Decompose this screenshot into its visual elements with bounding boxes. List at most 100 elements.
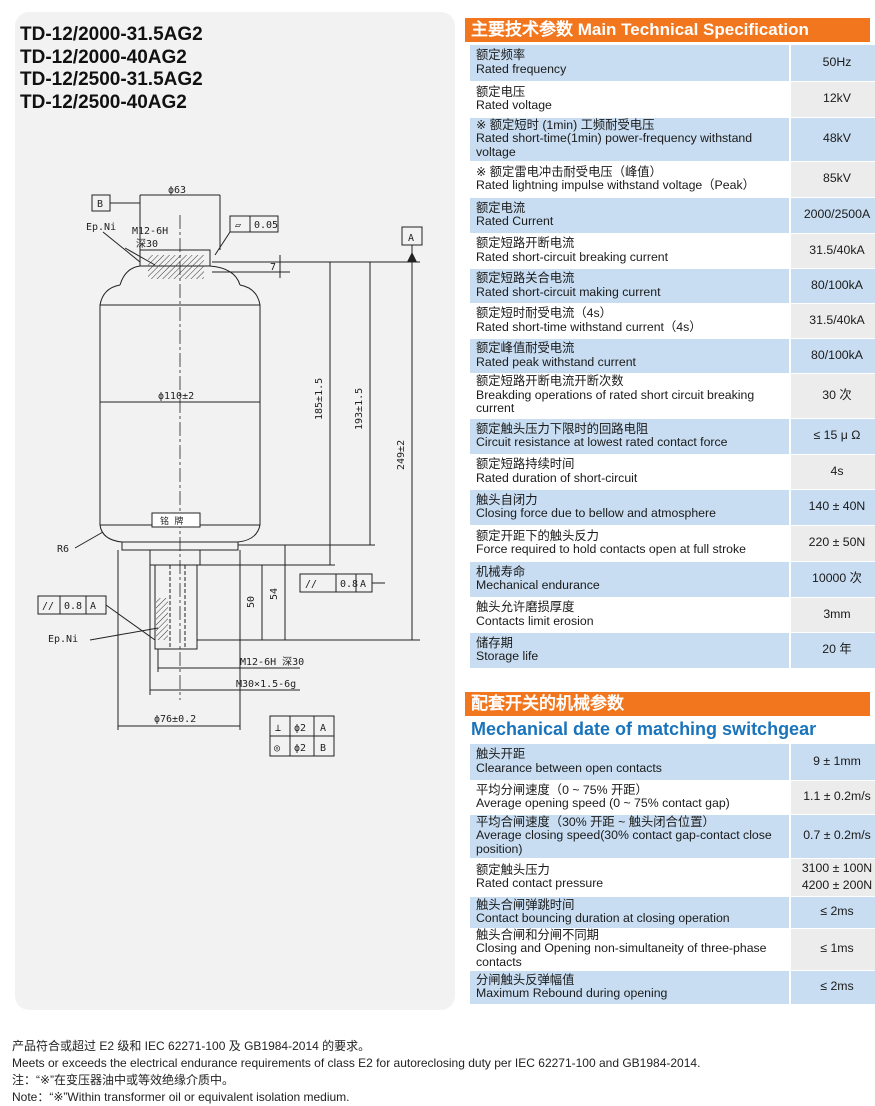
nameplate-label: 铭 牌 [160, 515, 183, 527]
spec-value-text: 48kV [822, 131, 852, 146]
spec-label-cn: 额定短路关合电流 [476, 271, 575, 285]
parallel-ref-right: A [360, 579, 366, 590]
parallel-value-left: 0.8 [64, 601, 82, 612]
spec-value-text: 1.1 ± 0.2m/s [803, 789, 871, 804]
flatness-value: 0.05 [254, 220, 278, 231]
spec-value: 3mm [789, 597, 875, 633]
dim-185-label: 185±1.5 [314, 378, 325, 420]
spec-value: 12kV [789, 81, 875, 118]
spec-value: 1.1 ± 0.2m/s [789, 780, 875, 815]
spec-label-cn: 触头开距 [476, 747, 526, 762]
spec-label-en: Rated Current [476, 214, 554, 228]
model-name: TD-12/2000-31.5AG2 [20, 24, 203, 45]
spec-value-text: ≤ 15 μ Ω [813, 428, 861, 443]
datum-b-label: B [97, 199, 103, 210]
spec-value-text: 31.5/40kA [809, 312, 865, 327]
footer-line: 产品符合或超过 E2 级和 IEC 62271-100 及 GB1984-201… [12, 1039, 371, 1053]
main-spec-header: 主要技术参数 Main Technical Specification [465, 18, 870, 42]
spec-value-text: 3100 ± 100N [801, 860, 873, 875]
hatch-top [148, 255, 204, 279]
concentric-ref: B [320, 743, 326, 754]
spec-label-en: Rated voltage [476, 98, 552, 112]
spec-label-cn: 触头合闸弹跳时间 [476, 897, 575, 912]
phi76-label: ϕ76±0.2 [154, 714, 196, 725]
dim-54-label: 54 [269, 588, 280, 600]
dim-249-label: 249±2 [396, 440, 407, 470]
spec-label-cn: 储存期 [476, 635, 513, 650]
spec-label: 平均分闸速度（0 ~ 75% 开距）Average opening speed … [470, 780, 790, 815]
spec-value: 140 ± 40N [789, 489, 875, 526]
spec-label-cn: 平均合闸速度（30% 开距 ~ 触头闭合位置） [476, 814, 715, 829]
spec-row: ※ 额定雷电冲击耐受电压（峰值）Rated lightning impulse … [470, 161, 875, 198]
spec-value-text: 2000/2500A [803, 207, 871, 222]
spec-value: 20 年 [789, 632, 875, 669]
spec-label-en: Force required to hold contacts open at … [476, 542, 746, 556]
spec-value: 220 ± 50N [789, 525, 875, 562]
concentric-symbol: ◎ [274, 743, 280, 754]
parallel-symbol-left: // [42, 601, 54, 612]
spec-label-cn: 额定开距下的触头反力 [476, 528, 599, 543]
spec-label: ※ 额定雷电冲击耐受电压（峰值）Rated lightning impulse … [470, 161, 790, 198]
parallel-symbol-right: // [305, 579, 317, 590]
spec-value: 4s [789, 454, 875, 490]
spec-value: 80/100kA [789, 338, 875, 374]
spec-value-text: 85kV [822, 171, 852, 186]
spec-value: 48kV [789, 117, 875, 162]
spec-label-en: Rated lightning impulse withstand voltag… [476, 178, 755, 192]
spec-label-cn: 机械寿命 [476, 564, 526, 579]
datum-triangle [407, 252, 417, 262]
spec-value-text: 9 ± 1mm [813, 754, 861, 768]
spec-value-text: 4s [830, 463, 844, 478]
spec-row: 额定短时耐受电流（4s）Rated short-time withstand c… [470, 303, 875, 339]
spec-label-en: Rated peak withstand current [476, 354, 636, 369]
perp-value: ϕ2 [294, 723, 306, 734]
thread-m30-label: M30×1.5-6g [236, 679, 296, 690]
spec-label-cn: 额定电流 [476, 200, 526, 215]
r6-label: R6 [57, 544, 69, 555]
spec-label-cn: 分闸触头反弹幅值 [476, 972, 575, 987]
dim-50-label: 50 [246, 596, 257, 608]
spec-label-en: Closing and Opening non-simultaneity of … [476, 941, 767, 969]
spec-value: 30 次 [789, 373, 875, 419]
spec-value-text: 80/100kA [811, 277, 863, 292]
datum-a-label: A [408, 233, 414, 244]
spec-label-en: Storage life [476, 649, 539, 663]
nameplate-box [151, 512, 201, 528]
spec-label-en: Average closing speed(30% contact gap-co… [476, 828, 772, 856]
spec-label-en: Rated short-time withstand current（4s） [476, 319, 702, 334]
perp-symbol: ⊥ [275, 723, 281, 734]
spec-label-en: Maximum Rebound during opening [476, 986, 668, 1000]
spec-value-text: 220 ± 50N [808, 535, 866, 550]
spec-value: ≤ 2ms [789, 970, 875, 1005]
spec-label-en: Rated contact pressure [476, 876, 604, 890]
spec-label-cn: 额定短路持续时间 [476, 457, 575, 471]
spec-value-text: 50Hz [822, 55, 852, 69]
spec-label-en: Rated short-circuit breaking current [476, 249, 669, 264]
spec-label-en: Rated frequency [476, 61, 567, 76]
drawing-labels: B A ϕ63 Ep.Ni M12-6H 深30 ▱ 0.05 7 ϕ110±2… [42, 185, 414, 754]
spec-label-cn: 触头合闸和分闸不同期 [476, 927, 599, 942]
spec-value: ≤ 1ms [789, 928, 875, 971]
